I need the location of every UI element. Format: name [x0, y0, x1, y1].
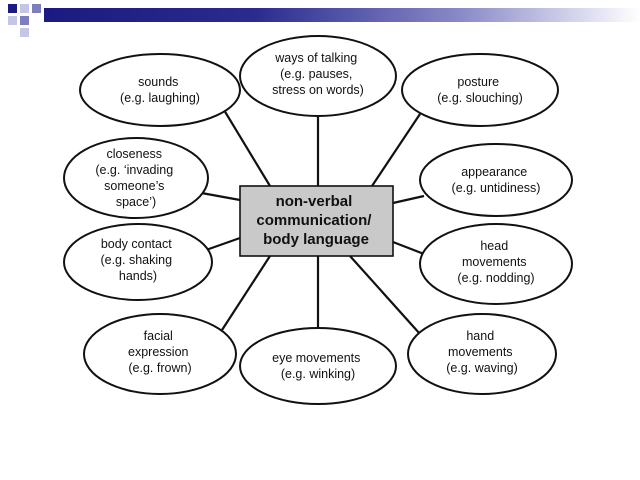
header-square	[20, 28, 29, 37]
node-eye-movements: eye movements (e.g. winking)	[239, 327, 397, 405]
svg-text:eye movements (e.g. wink: eye movements (e.g. winking)	[272, 351, 364, 381]
svg-text:ways of talking (e.g. pa: ways of talking (e.g. pauses, stress on …	[272, 51, 364, 97]
node-appearance: appearance (e.g. untidiness)	[419, 143, 573, 217]
header-square	[32, 4, 41, 13]
svg-text:sounds (e.g. laughing): sounds (e.g. laughing)	[120, 75, 200, 105]
node-text: (e.g. nodding)	[457, 271, 534, 285]
node-text: (e.g. untidiness)	[452, 181, 541, 195]
node-text: movements	[448, 345, 513, 359]
svg-text:non-verbal communication: non-verbal communication/ body language	[256, 193, 375, 248]
header-square	[8, 4, 17, 13]
node-text: head	[480, 239, 508, 253]
svg-text:posture (e.g. slouching): posture (e.g. slouching)	[437, 75, 522, 105]
node-closeness: closeness (e.g. ‘invading someone’s spac…	[63, 137, 209, 219]
node-text: (e.g. winking)	[281, 367, 355, 381]
node-text: appearance	[461, 165, 527, 179]
node-text: (e.g. laughing)	[120, 91, 200, 105]
node-text: hands)	[119, 269, 157, 283]
node-text: (e.g. slouching)	[437, 91, 522, 105]
svg-text:head movements (e.: head movements (e.g. nodding)	[457, 239, 534, 285]
node-text: someone’s	[104, 179, 164, 193]
node-text: space’)	[116, 195, 156, 209]
connector-facial-expression	[221, 255, 271, 331]
node-text: hand	[466, 329, 494, 343]
node-text: movements	[462, 255, 527, 269]
node-text: closeness	[106, 147, 162, 161]
node-text: (e.g. pauses,	[280, 67, 352, 81]
node-head-movements: head movements (e.g. nodding)	[419, 223, 573, 305]
node-text: (e.g. frown)	[128, 361, 191, 375]
svg-text:facial expression: facial expression (e.g. frown)	[128, 329, 192, 375]
center-text: communication/	[256, 212, 372, 229]
node-body-contact: body contact (e.g. shaking hands)	[63, 223, 213, 301]
node-text: facial	[144, 329, 173, 343]
node-posture: posture (e.g. slouching)	[401, 53, 559, 127]
svg-text:hand movements (e.: hand movements (e.g. waving)	[446, 329, 518, 375]
node-ways-of-talking: ways of talking (e.g. pauses, stress on …	[239, 35, 397, 117]
header-square	[8, 16, 17, 25]
connector-appearance	[392, 194, 425, 205]
node-hand-movements: hand movements (e.g. waving)	[407, 313, 557, 395]
connector-sounds	[223, 109, 271, 187]
node-text: posture	[457, 75, 499, 89]
header-square	[20, 16, 29, 25]
svg-text:closeness (e.g. ‘invadin: closeness (e.g. ‘invading someone’s spac…	[95, 147, 176, 209]
connectors	[195, 109, 425, 335]
node-text: stress on words)	[272, 83, 364, 97]
svg-text:body contact (e.g. shaki: body contact (e.g. shaking hands)	[100, 237, 175, 283]
center-topic: non-verbal communication/ body language	[239, 185, 394, 257]
connector-body-contact	[205, 236, 241, 252]
node-text: sounds	[138, 75, 178, 89]
center-text: body language	[263, 231, 369, 248]
node-text: (e.g. shaking	[100, 253, 172, 267]
header-bar	[44, 8, 640, 22]
node-sounds: sounds (e.g. laughing)	[79, 53, 241, 127]
connector-head-movements	[392, 240, 425, 256]
node-text: body contact	[101, 237, 172, 251]
node-text: (e.g. ‘invading	[95, 163, 173, 177]
slide-header	[0, 0, 640, 37]
connector-hand-movements	[349, 255, 421, 335]
connector-posture	[371, 113, 421, 187]
center-text: non-verbal	[276, 193, 353, 210]
svg-text:appearance (e.g. untidin: appearance (e.g. untidiness)	[452, 165, 541, 195]
node-text: ways of talking	[274, 51, 357, 65]
node-text: eye movements	[272, 351, 360, 365]
node-text: (e.g. waving)	[446, 361, 518, 375]
header-square	[20, 4, 29, 13]
node-facial-expression: facial expression (e.g. frown)	[83, 313, 237, 395]
node-text: expression	[128, 345, 188, 359]
